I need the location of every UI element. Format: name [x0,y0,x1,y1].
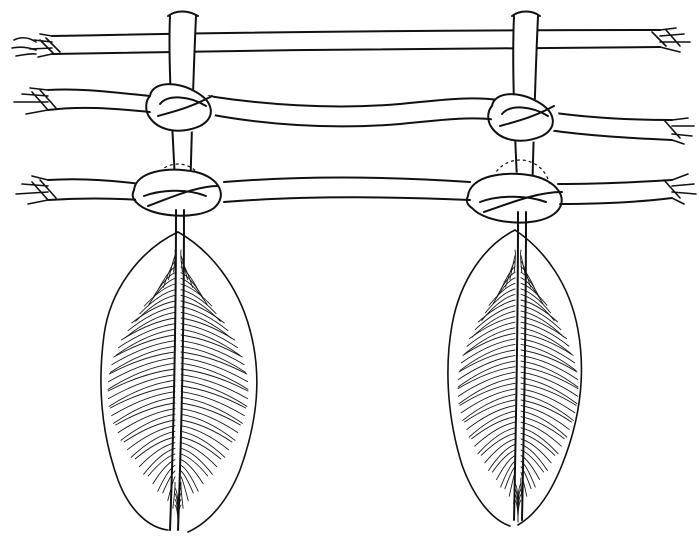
feather-barb [521,444,547,470]
feather-barb [112,392,175,416]
feather-barb [521,322,569,346]
feather-barb [458,372,515,396]
feather-barb [131,431,175,457]
feather-barb [181,375,248,399]
feather-barb [181,392,244,416]
feather-barb [489,444,515,470]
feather-barb [463,333,515,355]
bottom-cord [16,174,696,204]
feather-barb [108,375,175,399]
feather-barb [181,448,212,474]
feather-barb [521,333,573,355]
middle-cord [14,88,694,144]
feather-barb [173,482,175,508]
feather-barb [127,426,175,450]
feather-barb [163,261,175,287]
feather-barb [461,389,515,413]
feather-barb [521,422,561,446]
feather-barb [144,448,175,474]
feather-barb [181,482,183,508]
feather-barb [501,461,515,487]
feather-barb [521,389,575,413]
feather-barb [181,454,208,476]
feather-barb [521,372,578,396]
feather-barb [467,322,515,346]
feather-barb [181,420,232,442]
feather-barb [181,426,229,450]
top-cord [12,28,690,57]
left-quill [133,12,221,531]
feather-barb [181,460,203,484]
feather-barb [119,324,175,348]
feather-barb [124,420,175,442]
feather-barb [181,431,225,457]
feather-barb [181,324,237,348]
feather-barb [181,465,198,491]
feather-barb [475,422,515,446]
